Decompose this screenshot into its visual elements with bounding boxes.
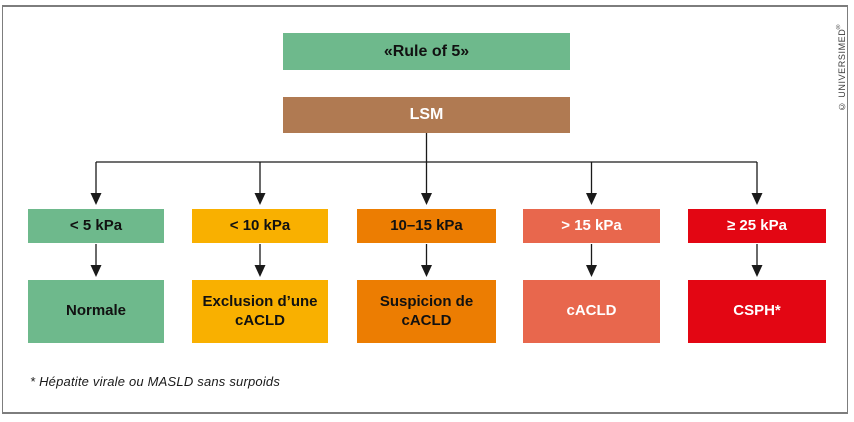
rule-of-5-title-box: «Rule of 5» <box>283 33 570 70</box>
result-box-suspicion-cacld: Suspicion de cACLD <box>357 280 496 343</box>
result-box-normale: Normale <box>28 280 164 343</box>
result-box-exclusion-cacld: Exclusion d’une cACLD <box>192 280 328 343</box>
lsm-box: LSM <box>283 97 570 133</box>
copyright-credit: © UNIVERSIMED® <box>835 22 847 111</box>
footnote: * Hépatite virale ou MASLD sans surpoids <box>30 374 281 389</box>
threshold-box-gt15kpa: > 15 kPa <box>523 209 660 243</box>
result-box-cacld: cACLD <box>523 280 660 343</box>
copyright-credit-label: © UNIVERSIMED <box>837 28 847 112</box>
registered-trademark-symbol: ® <box>835 22 841 29</box>
threshold-box-10-15kpa: 10–15 kPa <box>357 209 496 243</box>
threshold-box-lt5kpa: < 5 kPa <box>28 209 164 243</box>
threshold-box-gte25kpa: ≥ 25 kPa <box>688 209 826 243</box>
threshold-box-lt10kpa: < 10 kPa <box>192 209 328 243</box>
result-box-csph: CSPH* <box>688 280 826 343</box>
